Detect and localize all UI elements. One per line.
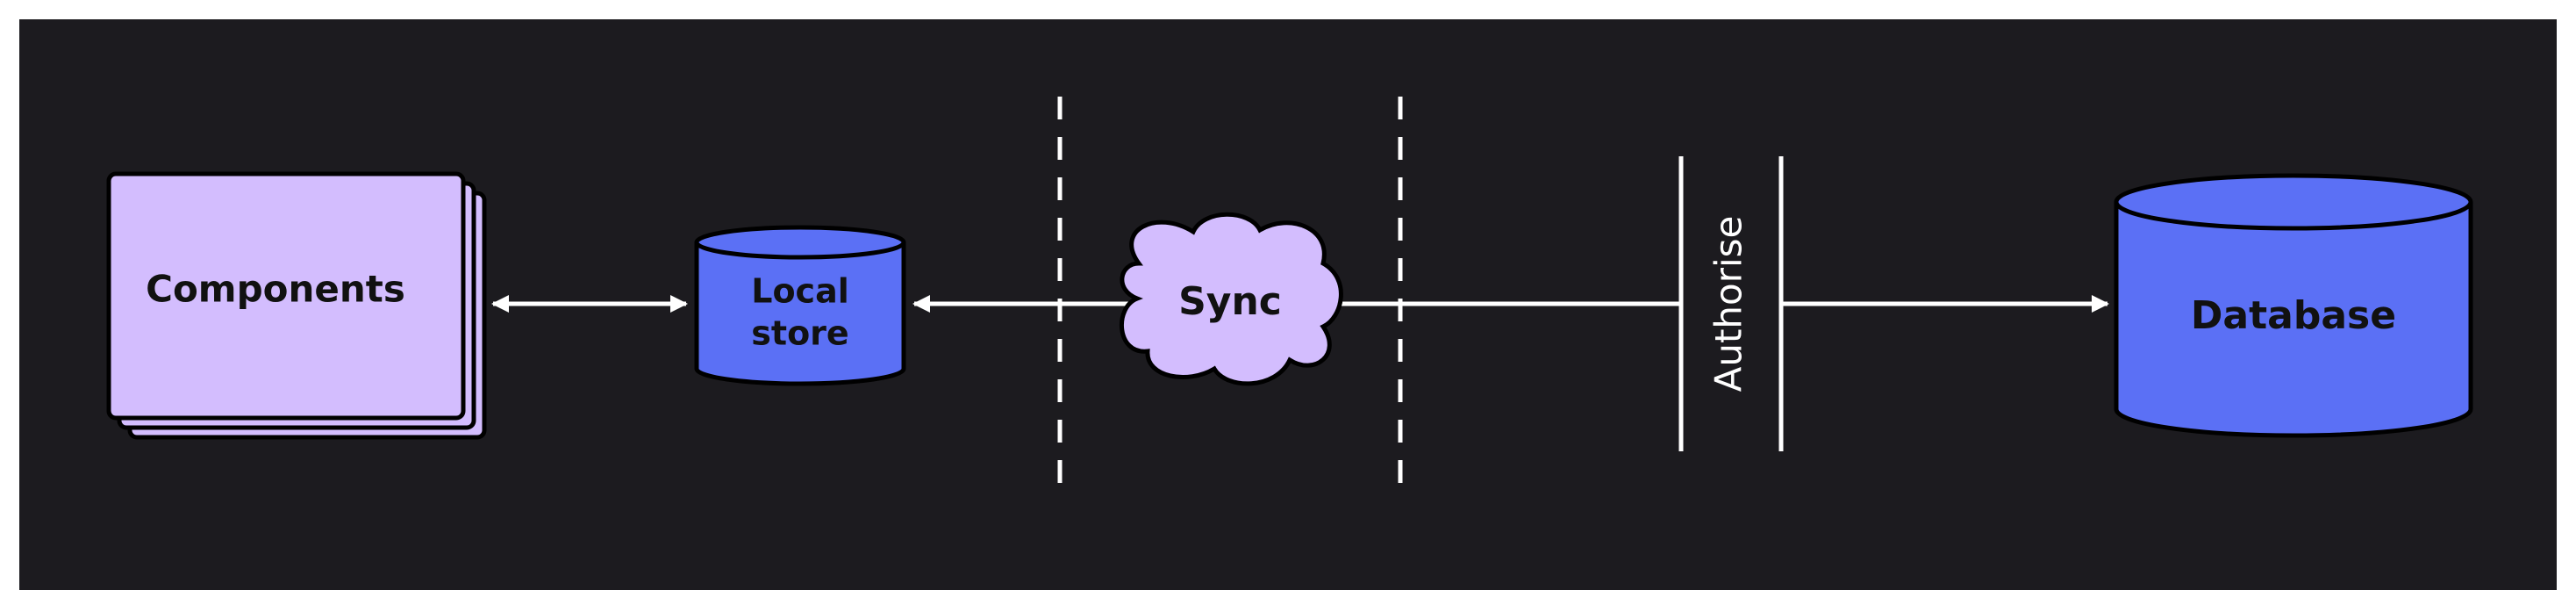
components-stack-front (106, 171, 466, 421)
local-store-body (694, 242, 906, 386)
sync-cloud-shape (1119, 212, 1343, 386)
local-store-top (694, 225, 906, 260)
authorise-label: Authorise (1707, 216, 1750, 392)
sync-node: Sync (1119, 212, 1343, 386)
database-body (2114, 202, 2473, 438)
database-label: Database (2191, 293, 2396, 338)
sync-label: Sync (1178, 279, 1282, 324)
components-label: Components (146, 268, 405, 311)
local-store-node: Local store (694, 225, 906, 386)
database-node: Database (2114, 173, 2473, 438)
components-node: Components (106, 171, 487, 440)
local-store-label-line2: store (751, 314, 848, 353)
database-top (2114, 173, 2473, 231)
local-store-label-line1: Local (751, 272, 849, 311)
